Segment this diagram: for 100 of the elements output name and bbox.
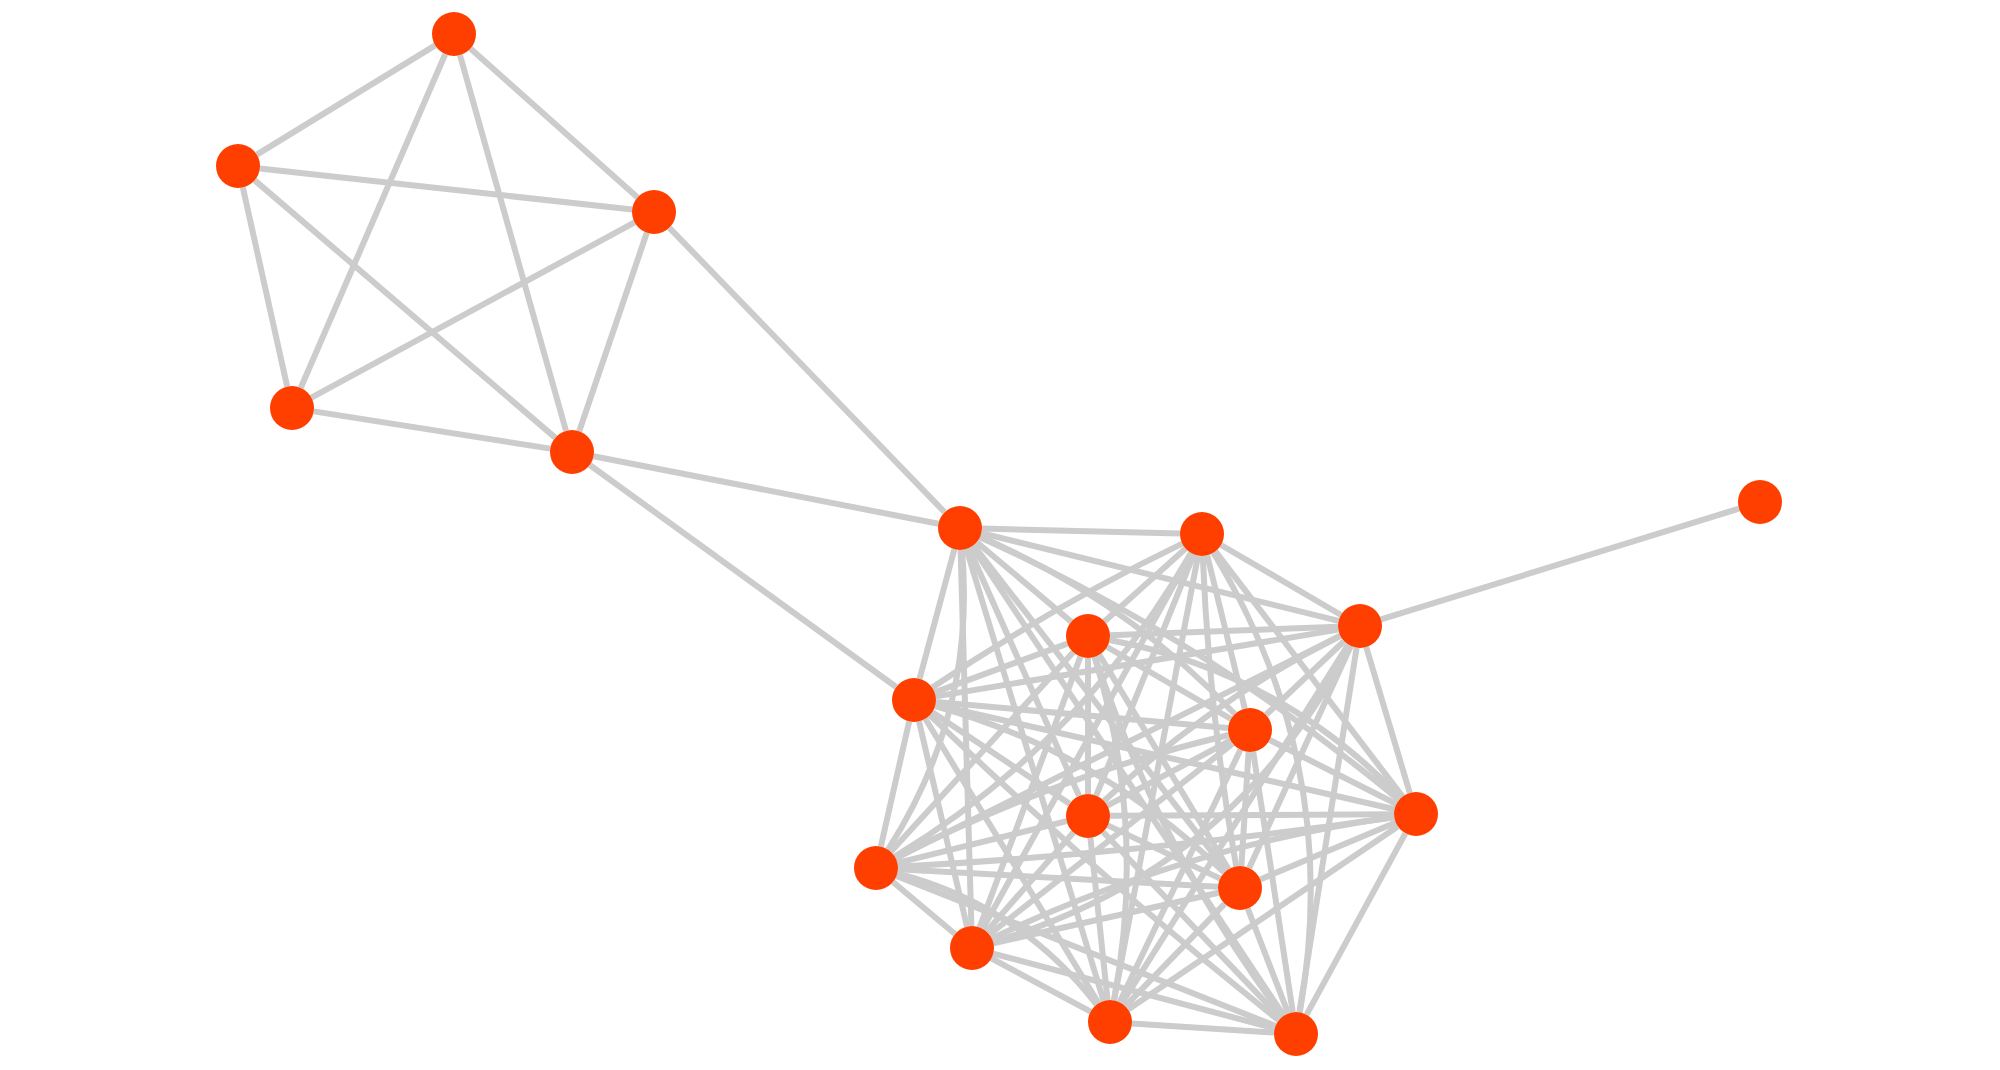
- edge-line: [1109, 811, 1395, 819]
- edge-line: [896, 870, 1099, 1007]
- edge-line: [916, 720, 970, 928]
- edge-line: [298, 53, 448, 389]
- network-node: [1180, 512, 1224, 556]
- edge-line: [933, 640, 1069, 696]
- edge-line: [1199, 555, 1240, 867]
- edge-line: [922, 717, 1102, 1005]
- edge-line: [593, 453, 939, 527]
- edge-line: [990, 814, 1395, 942]
- edge-line: [935, 699, 1229, 731]
- edge-line: [1109, 623, 1339, 639]
- edge-line: [978, 534, 1401, 803]
- edge-line: [896, 818, 1068, 866]
- network-node: [550, 430, 594, 474]
- network-node: [1274, 1012, 1318, 1056]
- edge-line: [1250, 751, 1296, 1013]
- edge-line: [1219, 542, 1343, 618]
- edge-line: [990, 955, 1092, 1015]
- edge-line: [885, 549, 967, 852]
- edge-line: [1303, 831, 1409, 1017]
- edge-line: [1126, 823, 1400, 1013]
- edge-line: [969, 544, 1287, 1018]
- network-node: [216, 144, 260, 188]
- network-node: [938, 506, 982, 550]
- edge-line: [1101, 829, 1283, 1021]
- edge-line: [916, 548, 958, 680]
- network-node: [892, 678, 936, 722]
- edge-line: [1091, 656, 1130, 1001]
- edge-line: [1245, 907, 1291, 1015]
- edge-line: [576, 231, 650, 433]
- edge-line: [1102, 546, 1188, 624]
- edge-line: [992, 889, 1220, 947]
- network-node: [854, 846, 898, 890]
- edge-line: [259, 165, 633, 213]
- edge-line: [1105, 644, 1233, 722]
- edge-line: [897, 866, 1219, 890]
- edge-line: [1246, 644, 1354, 870]
- edge-line: [239, 186, 291, 388]
- edge-line: [1213, 549, 1405, 799]
- edge-line: [976, 655, 1084, 929]
- edge-line: [895, 873, 1277, 1029]
- edge-line: [930, 540, 1184, 691]
- edge-line: [980, 530, 1340, 624]
- edge-line: [252, 178, 558, 440]
- edge-line: [1119, 643, 1351, 1005]
- edge-line: [588, 462, 898, 690]
- edge-line: [877, 720, 913, 848]
- edge-line: [1238, 751, 1252, 867]
- edge-line: [255, 42, 437, 158]
- edge-line: [1111, 555, 1201, 1001]
- edge-line: [1085, 658, 1091, 794]
- edge-line: [981, 525, 1181, 537]
- network-node: [270, 386, 314, 430]
- edge-line: [984, 830, 1076, 934]
- network-node: [1088, 1000, 1132, 1044]
- edge-line: [974, 539, 1074, 625]
- edge-line: [1096, 653, 1232, 871]
- edge-line: [927, 713, 1281, 1023]
- network-node: [432, 12, 476, 56]
- edge-line: [1268, 737, 1398, 807]
- network-node: [950, 926, 994, 970]
- network-node: [1218, 866, 1262, 910]
- edge-line: [1087, 837, 1111, 1001]
- edge-line: [966, 547, 1082, 797]
- edge-line: [1210, 551, 1314, 1013]
- network-node: [1338, 604, 1382, 648]
- edge-line: [1296, 647, 1360, 1013]
- edge-line: [1263, 639, 1347, 717]
- edge-line: [1106, 822, 1222, 882]
- edge-line: [1108, 637, 1403, 801]
- edge-line: [963, 548, 1107, 1002]
- edge-line: [934, 703, 1227, 875]
- edge-line: [1363, 646, 1413, 794]
- edge-line: [992, 950, 1276, 1032]
- network-node: [632, 190, 676, 234]
- edge-line: [1106, 737, 1232, 809]
- edge-line: [309, 219, 637, 401]
- edge-line: [957, 549, 975, 927]
- edge-line: [313, 408, 551, 452]
- network-node: [1394, 792, 1438, 836]
- network-node: [1066, 794, 1110, 838]
- network-node: [1738, 480, 1782, 524]
- edge-line: [667, 225, 947, 515]
- edge-line: [457, 54, 569, 432]
- edge-line: [893, 551, 1194, 860]
- edge-line: [1116, 748, 1244, 1004]
- network-node: [1228, 708, 1272, 752]
- edge-line: [1259, 819, 1397, 883]
- edge-line: [1131, 1020, 1275, 1036]
- edge-line: [987, 741, 1235, 937]
- edge-line: [1123, 901, 1227, 1009]
- edge-line: [1380, 505, 1740, 623]
- edge-line: [930, 709, 1072, 807]
- edge-line: [971, 543, 1229, 873]
- edge-line: [1204, 554, 1248, 710]
- network-node: [1066, 614, 1110, 658]
- edge-line: [468, 46, 640, 200]
- edge-line: [1093, 553, 1197, 797]
- edge-line: [888, 650, 1076, 854]
